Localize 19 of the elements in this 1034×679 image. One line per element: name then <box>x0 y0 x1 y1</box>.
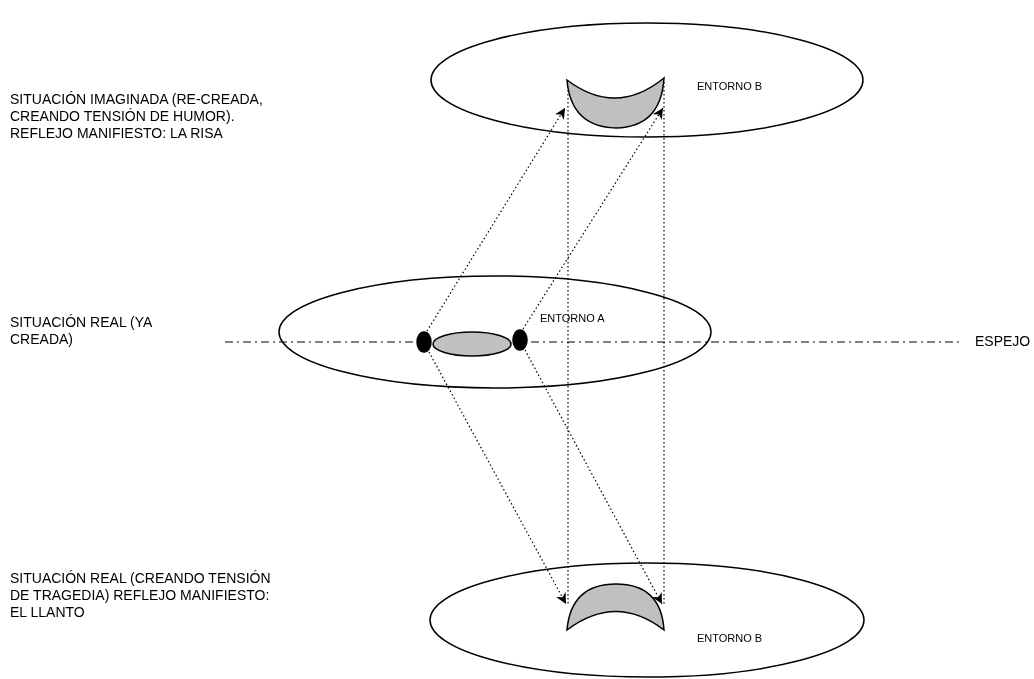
side-note: ESPEJO <box>975 333 1032 350</box>
side-note: SITUACIÓN REAL (CREANDO TENSIÓN DE TRAGEDIA) REFLEJO MANIFIESTO: EL LLANTO <box>10 570 272 621</box>
ellipse-region <box>430 22 864 138</box>
region-label: ENTORNO B <box>697 632 763 644</box>
arrow <box>524 349 663 605</box>
region-label: ENTORNO B <box>697 80 763 92</box>
ellipse-region <box>278 275 712 389</box>
dot-marker <box>416 331 432 353</box>
arrow <box>426 107 566 332</box>
crescent-shape <box>566 77 665 129</box>
side-note: SITUACIÓN REAL (YA CREADA) <box>10 314 153 348</box>
arrow <box>522 107 664 330</box>
small-ellipse <box>432 331 512 357</box>
side-note: SITUACIÓN IMAGINADA (RE-CREADA, CREANDO TENSIÓN DE HUMOR). REFLEJO MANIFIESTO: LA RISA <box>10 91 264 142</box>
ellipse-region <box>429 562 865 678</box>
dot-marker <box>512 329 528 351</box>
region-label: ENTORNO A <box>540 312 605 324</box>
arrow <box>428 351 567 605</box>
crescent-shape <box>566 583 665 631</box>
